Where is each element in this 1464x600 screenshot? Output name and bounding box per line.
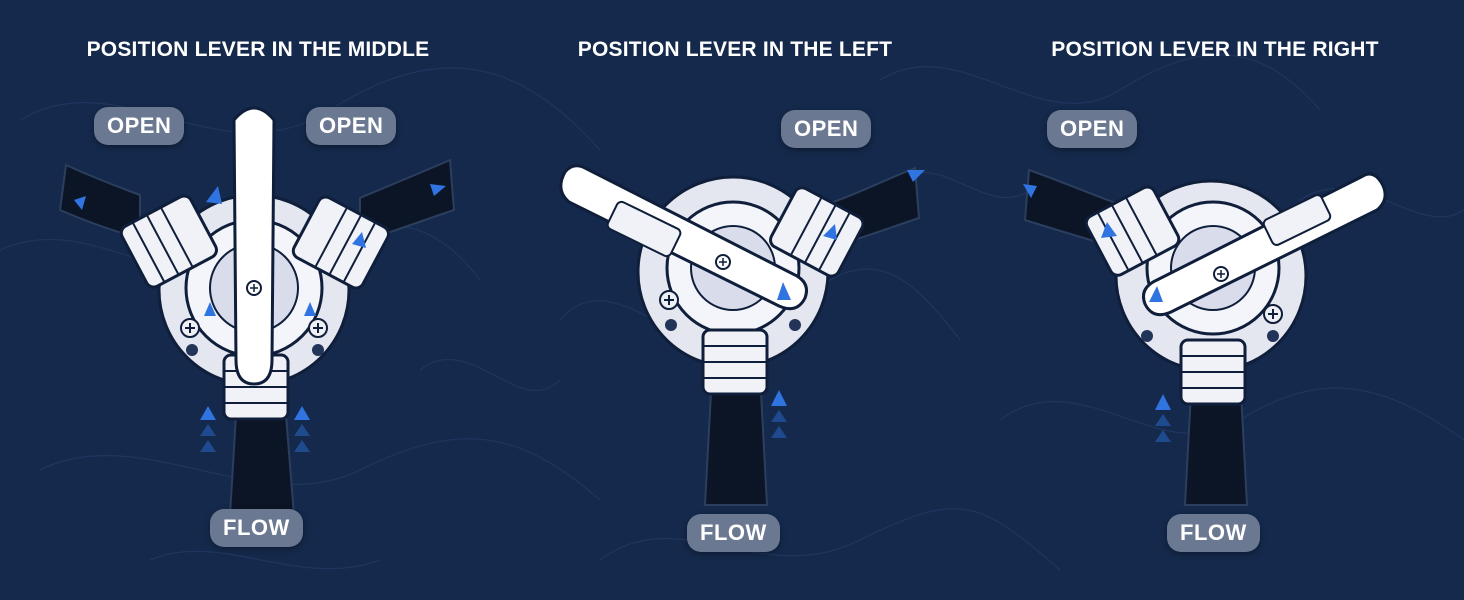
- hose: [58, 158, 456, 516]
- flow-trail: [1155, 414, 1171, 442]
- inlet-port-fitting: [701, 328, 769, 396]
- panel-title: POSITION LEVER IN THE LEFT: [577, 38, 893, 61]
- open-label: OPEN: [781, 110, 872, 148]
- lever-handle: [1142, 172, 1387, 317]
- left-port-fitting: [1084, 185, 1181, 277]
- valve-illustration: [1023, 168, 1387, 506]
- lever-handle: [559, 164, 808, 311]
- screw-icon: [180, 318, 328, 356]
- flow-label: FLOW: [210, 509, 303, 547]
- flow-arrow-icon: [1023, 184, 1171, 410]
- open-label-left: OPEN: [94, 107, 185, 145]
- flow-label: FLOW: [687, 514, 780, 552]
- panel-lever-middle: POSITION LEVER IN THE MIDDLE: [58, 0, 458, 600]
- lever-handle: [232, 106, 276, 386]
- flow-arrow-icon: [74, 184, 446, 420]
- panel-lever-right: POSITION LEVER IN THE RIGHT: [1015, 0, 1415, 600]
- panel-title: POSITION LEVER IN THE MIDDLE: [86, 38, 430, 61]
- left-port-fitting: [119, 194, 218, 289]
- flow-trail: [200, 424, 310, 452]
- valve-illustration: [559, 164, 925, 506]
- flow-trail: [771, 410, 787, 438]
- panel-lever-left: POSITION LEVER IN THE LEFT: [535, 0, 935, 600]
- flow-arrow-icon: [771, 170, 925, 406]
- flow-label: FLOW: [1167, 514, 1260, 552]
- panel-title: POSITION LEVER IN THE RIGHT: [1051, 38, 1379, 61]
- right-port-fitting: [291, 195, 390, 290]
- screw-icon: [1141, 304, 1283, 342]
- valve-illustration: [58, 106, 456, 516]
- inlet-port-fitting: [1179, 338, 1247, 406]
- open-label-right: OPEN: [306, 107, 397, 145]
- open-label: OPEN: [1047, 110, 1138, 148]
- right-port-fitting: [769, 186, 865, 278]
- screw-icon: [659, 290, 801, 331]
